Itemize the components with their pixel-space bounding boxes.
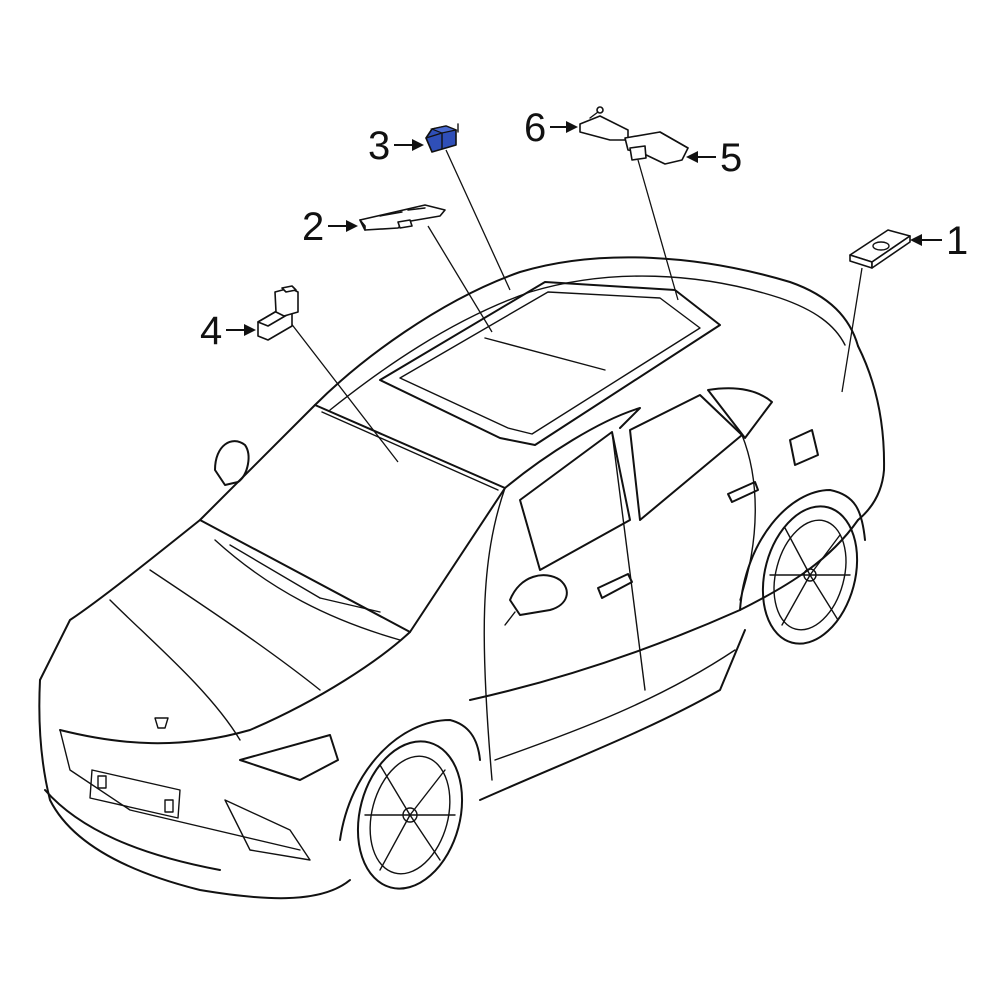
callout-labels: 1 2 3 4 5 6 bbox=[200, 106, 968, 353]
callout-4: 4 bbox=[200, 309, 222, 353]
callout-1: 1 bbox=[946, 219, 968, 263]
part-4-sensor-icon bbox=[257, 285, 299, 341]
leader-3 bbox=[445, 149, 511, 291]
arrow-1 bbox=[910, 234, 942, 246]
part-3-module-icon bbox=[425, 123, 459, 153]
callout-6: 6 bbox=[524, 106, 546, 150]
part-1-plate-icon bbox=[849, 229, 911, 269]
arrow-6 bbox=[550, 121, 578, 133]
part-5-module-icon bbox=[624, 131, 689, 165]
leader-1 bbox=[841, 267, 863, 393]
callout-5: 5 bbox=[720, 136, 742, 180]
arrow-3 bbox=[394, 139, 424, 151]
arrow-2 bbox=[328, 220, 358, 232]
part-2-sensor-bar-icon bbox=[359, 204, 446, 231]
arrow-5 bbox=[686, 151, 716, 163]
arrow-4 bbox=[226, 324, 256, 336]
leader-2 bbox=[427, 225, 493, 333]
callout-2: 2 bbox=[302, 205, 324, 249]
leader-4 bbox=[289, 321, 399, 463]
car-outline bbox=[38, 256, 886, 900]
part-6-antenna-icon bbox=[579, 106, 629, 141]
callout-arrows bbox=[226, 121, 942, 336]
leader-lines bbox=[289, 149, 863, 463]
callout-3: 3 bbox=[368, 124, 390, 168]
leader-5 bbox=[637, 159, 679, 301]
